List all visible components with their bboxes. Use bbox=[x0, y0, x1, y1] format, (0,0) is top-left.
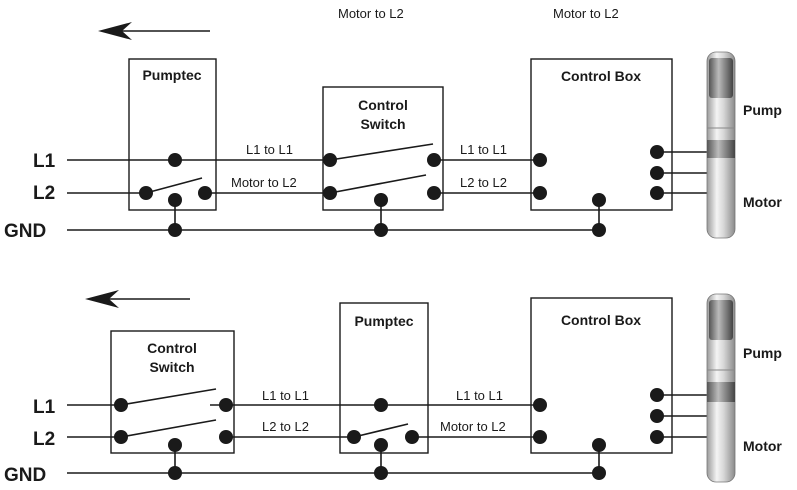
submersible-pump-icon bbox=[706, 51, 736, 239]
label-l1-to-l1-a: L1 to L1 bbox=[262, 388, 309, 403]
label-motor-to-l2-b: Motor to L2 bbox=[440, 419, 506, 434]
label-l1-to-l1-b: L1 to L1 bbox=[456, 388, 503, 403]
top-diagram: Pumptec Control Switch Control Box L1 L2… bbox=[4, 22, 782, 242]
control-switch-title-line2: Switch bbox=[149, 359, 194, 375]
wire-pump-leads bbox=[657, 394, 715, 438]
rail-label-l2: L2 bbox=[33, 183, 55, 204]
label-l2-to-l2-b: L2 to L2 bbox=[460, 175, 507, 190]
wire-pump-leads bbox=[657, 151, 715, 194]
label-motor-to-l2-a: Motor to L2 bbox=[231, 175, 297, 190]
pump-label: Pump bbox=[743, 345, 782, 361]
pumptec-switch-contact bbox=[353, 423, 409, 438]
terminal-dots bbox=[114, 388, 664, 480]
motor-label: Motor bbox=[743, 194, 782, 210]
pump-label: Pump bbox=[743, 102, 782, 118]
control-box-title: Control Box bbox=[561, 312, 641, 328]
control-switch-title-line1: Control bbox=[358, 97, 408, 113]
label-l1-to-l1-b: L1 to L1 bbox=[460, 142, 507, 157]
control-box bbox=[530, 58, 673, 211]
rail-label-l1: L1 bbox=[33, 397, 56, 418]
rail-label-gnd: GND bbox=[4, 465, 46, 485]
pumptec-title: Pumptec bbox=[142, 67, 201, 83]
rail-label-l1: L1 bbox=[33, 151, 56, 172]
control-switch-box bbox=[110, 330, 235, 454]
label-l1-to-l1-a: L1 to L1 bbox=[246, 142, 293, 157]
left-arrow-icon bbox=[98, 22, 210, 40]
terminal-dots bbox=[139, 145, 664, 237]
switch-contact-l2 bbox=[120, 419, 217, 438]
top-header-label-left: Motor to L2 bbox=[338, 6, 404, 21]
control-switch-title-line1: Control bbox=[147, 340, 197, 356]
pumptec-title: Pumptec bbox=[354, 313, 413, 329]
control-switch-title-line2: Switch bbox=[360, 116, 405, 132]
rail-label-l2: L2 bbox=[33, 429, 55, 450]
pumptec-box bbox=[339, 302, 429, 454]
bottom-diagram: Control Switch Pumptec Control Box L1 L2… bbox=[4, 290, 782, 486]
left-arrow-icon bbox=[85, 290, 190, 308]
switch-contact-l2 bbox=[329, 174, 427, 194]
submersible-pump-icon bbox=[706, 293, 736, 483]
top-header-label-right: Motor to L2 bbox=[553, 6, 619, 21]
pumptec-switch-contact bbox=[145, 177, 203, 194]
pumptec-box bbox=[128, 58, 217, 211]
control-box-title: Control Box bbox=[561, 68, 641, 84]
switch-contact-l1 bbox=[329, 143, 434, 161]
label-l2-to-l2-a: L2 to L2 bbox=[262, 419, 309, 434]
rail-label-gnd: GND bbox=[4, 221, 46, 242]
control-switch-box bbox=[322, 86, 444, 211]
control-box bbox=[530, 297, 673, 454]
motor-label: Motor bbox=[743, 438, 782, 454]
switch-contact-l1 bbox=[120, 388, 217, 406]
